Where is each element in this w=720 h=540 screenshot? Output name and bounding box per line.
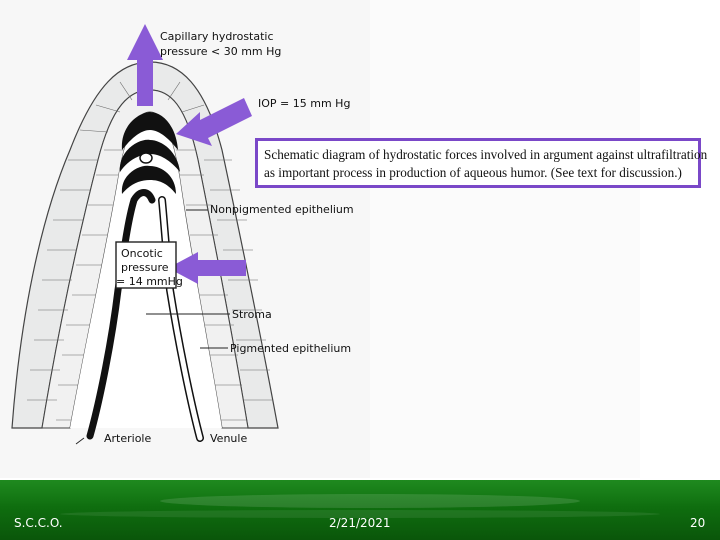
oncotic-arrow bbox=[168, 252, 246, 284]
ciliary-process-diagram: Capillary hydrostatic pressure < 30 mm H… bbox=[11, 24, 354, 445]
capillary-pressure-arrow bbox=[127, 24, 163, 106]
footer-swoosh bbox=[160, 494, 580, 508]
oncotic-box bbox=[115, 241, 177, 289]
leader-lines bbox=[75, 209, 230, 445]
capillary-pressure-label-line1: Capillary hydrostatic bbox=[160, 30, 274, 43]
caption-line-2: as important process in production of aq… bbox=[264, 165, 682, 180]
venule-label: Venule bbox=[210, 432, 247, 445]
nonpigmented-label: Nonpigmented epithelium bbox=[210, 203, 354, 216]
stroma-label: Stroma bbox=[232, 308, 272, 321]
capillary-pressure-label-line2: pressure < 30 mm Hg bbox=[160, 45, 281, 58]
arteriole-label: Arteriole bbox=[104, 432, 151, 445]
footer-swoosh bbox=[60, 510, 660, 518]
caption-box: Schematic diagram of hydrostatic forces … bbox=[255, 138, 708, 188]
iop-label: IOP = 15 mm Hg bbox=[258, 97, 350, 110]
caption-line-1: Schematic diagram of hydrostatic forces … bbox=[264, 147, 708, 162]
oncotic-label-line3: = 14 mmHg bbox=[116, 275, 183, 288]
oncotic-label-line1: Oncotic bbox=[121, 247, 163, 260]
oncotic-label-line2: pressure bbox=[121, 261, 169, 274]
footer-date: 2/21/2021 bbox=[329, 516, 391, 530]
slide-number: 20 bbox=[690, 516, 706, 530]
pigmented-label: Pigmented epithelium bbox=[230, 342, 351, 355]
footer-left-text: S.C.C.O. bbox=[14, 516, 63, 530]
capillary-loops bbox=[119, 112, 180, 194]
footer-bar bbox=[0, 480, 720, 540]
iop-arrow bbox=[176, 98, 252, 146]
